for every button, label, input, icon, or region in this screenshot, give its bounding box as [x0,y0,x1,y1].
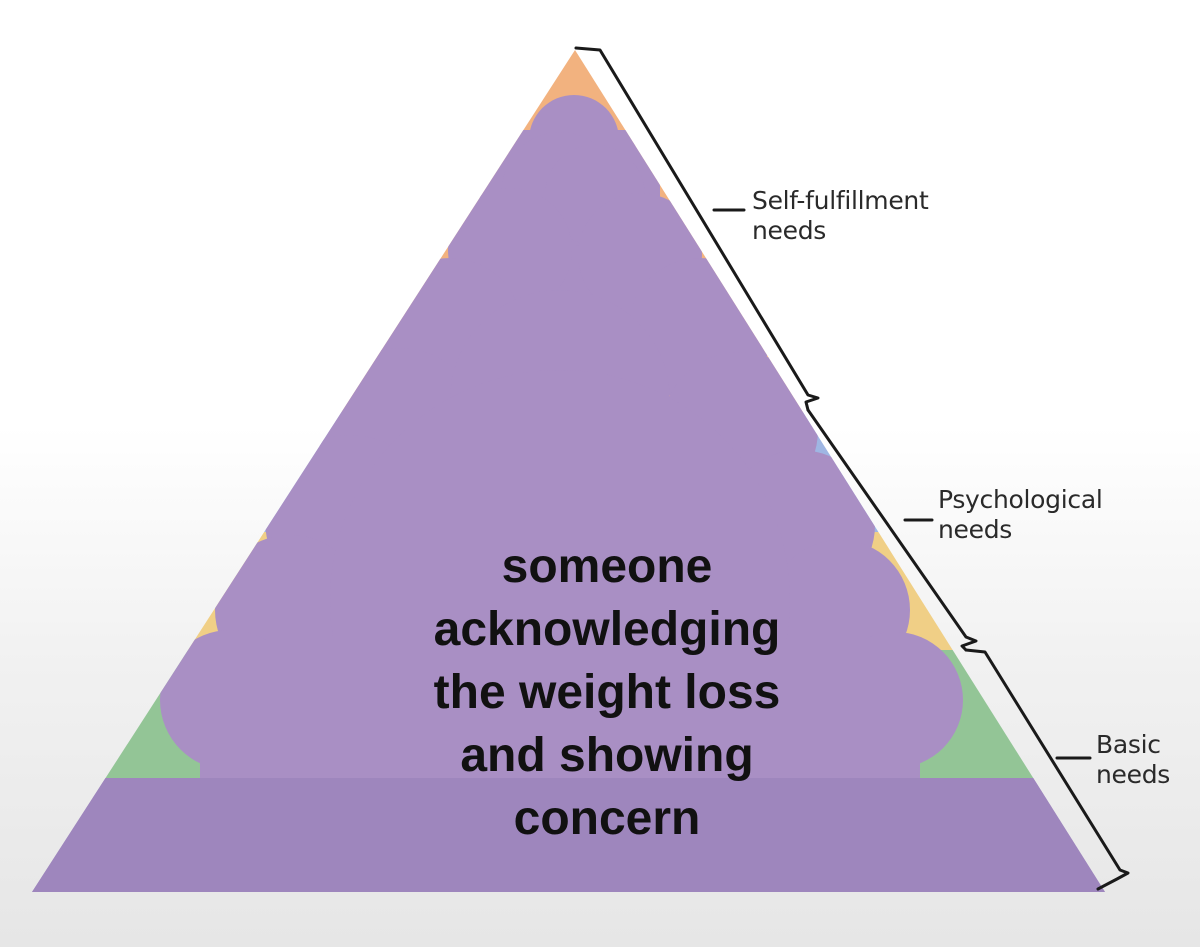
self-fulfillment-needs-label: Self-fulfillment needs [752,186,929,245]
psychological-needs-label: Psychological needs [938,485,1103,544]
pyramid-base-band [32,778,1105,892]
basic-needs-label: Basic needs [1096,730,1171,789]
needs-bracket [574,46,1130,891]
purple-cloud-blob [160,95,963,890]
meme-caption: someone acknowledging the weight loss an… [433,540,781,845]
